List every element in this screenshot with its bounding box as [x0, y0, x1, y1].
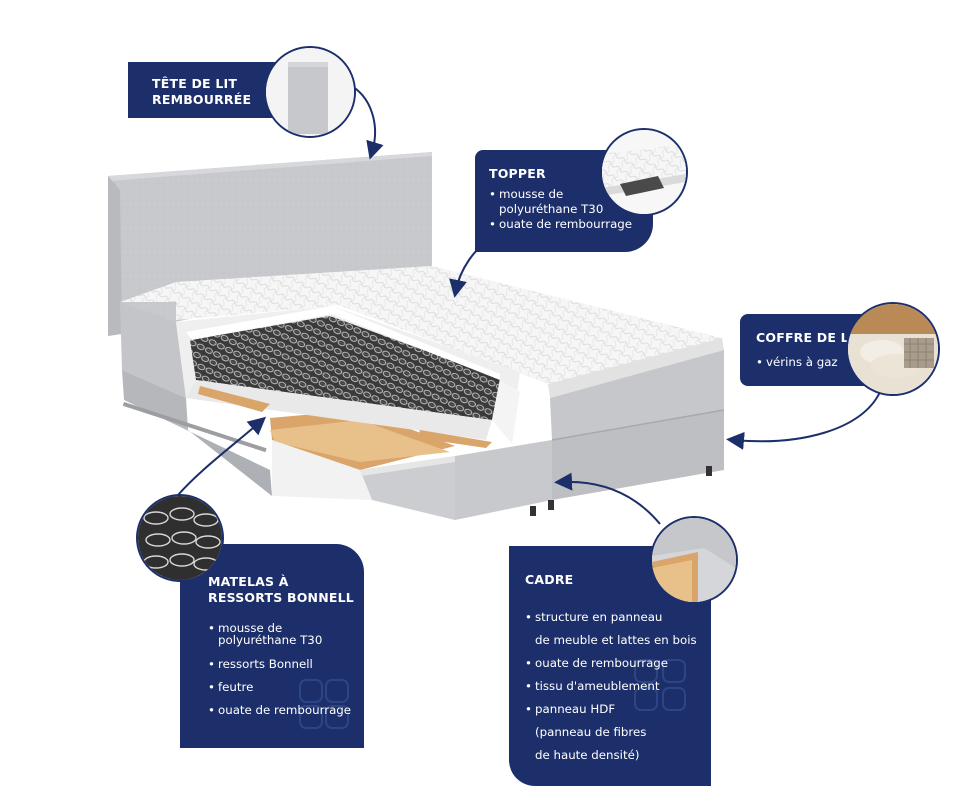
topper-surface: [120, 266, 724, 398]
arrow-curve-icon: [177, 416, 267, 496]
bed-base: [120, 302, 725, 520]
arrow-curve-icon: [554, 472, 661, 525]
callout-headboard-title-line1: TÊTE DE LIT: [152, 76, 238, 91]
springs-zoom-circle: [136, 494, 224, 582]
mattress-cutaway: [176, 306, 520, 448]
arrow-curve-icon: [726, 391, 881, 450]
storage-zoom-circle: [846, 302, 940, 396]
list-item: vérins à gaz: [756, 355, 866, 370]
spring-icon: [143, 507, 221, 571]
frame-zoom-circle: [650, 516, 738, 604]
list-item: ouate de rembourrage: [489, 217, 653, 232]
list-item: (panneau de fibres: [535, 725, 647, 739]
callout-mattress-title-line2: RESSORTS BONNELL: [208, 590, 354, 605]
list-item: feutre: [208, 680, 364, 694]
callout-topper-title: TOPPER: [489, 166, 546, 181]
list-item: ressorts Bonnell: [208, 657, 364, 671]
callout-mattress: MATELAS À RESSORTS BONNELL mousse depoly…: [180, 544, 364, 748]
list-item: panneau HDF: [525, 698, 711, 721]
list-item: de haute densité): [535, 748, 640, 762]
list-item: de meuble et lattes en bois: [535, 633, 697, 647]
callout-frame-title: CADRE: [525, 572, 574, 587]
callout-mattress-title-line1: MATELAS À: [208, 574, 289, 589]
list-item: tissu d'ameublement: [525, 675, 711, 698]
callout-storage: COFFRE DE LIT vérins à gaz: [740, 314, 866, 386]
list-item: structure en panneau: [525, 606, 711, 629]
topper-zoom-circle: [600, 128, 688, 216]
callout-storage-title: COFFRE DE LIT: [756, 330, 863, 345]
list-item: ouate de rembourrage: [525, 652, 711, 675]
callout-headboard: TÊTE DE LIT REMBOURRÉE: [128, 62, 284, 118]
headboard-zoom-circle: [264, 46, 356, 138]
callout-headboard-title-line2: REMBOURRÉE: [152, 92, 252, 107]
list-item: ouate de rembourrage: [208, 703, 364, 717]
